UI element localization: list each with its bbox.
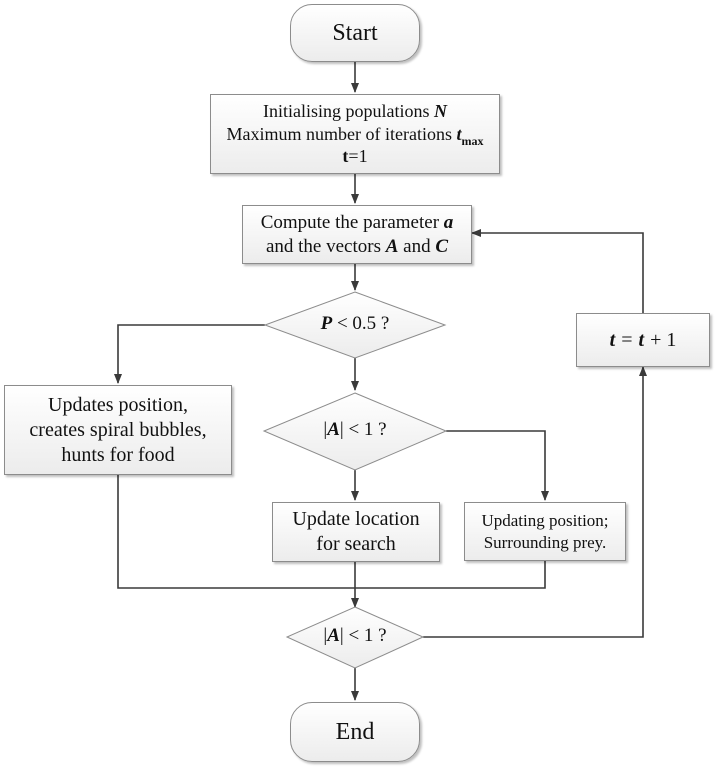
var-A-abs: A <box>327 419 340 440</box>
var-C: C <box>435 235 449 257</box>
start-label: Start <box>332 20 378 46</box>
surround-line-2: Surrounding prey. <box>483 532 607 552</box>
equals-sign: = <box>621 328 633 351</box>
compute-line-2: and the vectors A and C <box>266 235 448 259</box>
init-line-1: Initialising populations N <box>263 100 447 123</box>
search-line-2: for search <box>316 533 396 555</box>
abs-open-2: | <box>323 625 328 646</box>
line-spiral-merge <box>117 475 355 589</box>
increment-term: + 1 <box>650 328 677 351</box>
surround-update-box: Updating position; Surrounding prey. <box>464 502 626 561</box>
increment-box: t = t + 1 <box>576 313 710 367</box>
line-surround-merge <box>355 561 546 589</box>
spiral-line-2: creates spiral bubbles, <box>29 418 207 441</box>
decision-a1-diamond <box>262 392 448 471</box>
decision-a2-condition: | < 1 ? <box>339 625 387 646</box>
var-t-init: t <box>342 146 349 167</box>
init-populations-text: Initialising populations <box>263 101 430 122</box>
decision-p-diamond <box>263 291 447 359</box>
var-a: a <box>443 211 454 233</box>
decision-a1-label: |A| < 1 ? <box>264 419 446 441</box>
abs-open: | <box>323 419 328 440</box>
arrow-p-to-spiral <box>114 324 265 384</box>
compute-vectors-text: and the vectors <box>265 235 381 257</box>
decision-p-condition: < 0.5 ? <box>336 313 390 334</box>
init-line-2: Maximum number of iterations tmax <box>226 123 484 148</box>
compute-box: Compute the parameter a and the vectors … <box>242 205 472 264</box>
init-value: =1 <box>348 146 368 167</box>
arrow-a2-to-increment <box>423 366 647 638</box>
var-P: P <box>320 313 333 334</box>
compute-line-1: Compute the parameter a <box>261 211 454 235</box>
decision-a1-condition: | < 1 ? <box>339 419 387 440</box>
spiral-line-1: Updates position, <box>48 393 188 416</box>
arrow-a1-to-surround <box>446 430 549 501</box>
spiral-update-box: Updates position, creates spiral bubbles… <box>4 385 232 475</box>
var-A-abs-2: A <box>327 625 340 646</box>
var-A: A <box>385 235 399 257</box>
var-t-left: t <box>609 328 616 351</box>
var-t-right: t <box>638 328 645 351</box>
search-line-1: Update location <box>292 508 420 530</box>
start-terminal: Start <box>290 4 420 62</box>
search-update-box: Update location for search <box>272 502 440 562</box>
compute-and-text: and <box>403 235 431 257</box>
end-terminal: End <box>290 702 420 762</box>
arrow-increment-to-compute <box>471 229 644 313</box>
var-n: N <box>434 101 447 122</box>
init-line-3: t=1 <box>342 145 367 168</box>
init-box: Initialising populations N Maximum numbe… <box>210 94 500 174</box>
spiral-line-3: hunts for food <box>61 443 175 466</box>
var-t-subscript: max <box>461 133 484 148</box>
surround-line-1: Updating position; <box>481 511 609 531</box>
compute-text: Compute the parameter <box>260 211 440 233</box>
decision-a2-diamond <box>285 606 425 669</box>
var-t: t <box>456 123 462 144</box>
end-label: End <box>335 719 375 745</box>
init-iterations-text: Maximum number of iterations <box>226 123 452 144</box>
decision-p-label: P < 0.5 ? <box>265 313 445 335</box>
decision-a2-label: |A| < 1 ? <box>287 625 423 647</box>
